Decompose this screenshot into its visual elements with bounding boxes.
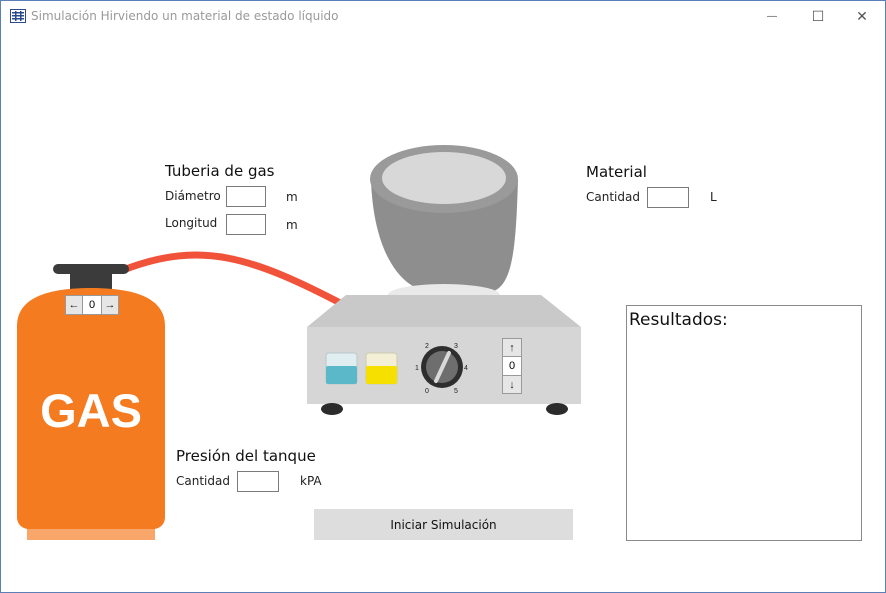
title-bar[interactable]: Simulación Hirviendo un material de esta… xyxy=(1,1,885,31)
down-arrow-icon: ↓ xyxy=(509,378,515,391)
knob-mark-3: 3 xyxy=(454,343,458,350)
gas-tank-label: GAS xyxy=(40,384,142,437)
tank-valve-value: 0 xyxy=(83,295,101,315)
minimize-icon: — xyxy=(767,10,777,22)
knob-mark-5: 5 xyxy=(454,388,458,395)
gas-hose xyxy=(122,251,350,310)
pressure-quantity-label: Cantidad xyxy=(176,474,230,488)
left-arrow-icon: ← xyxy=(68,299,80,311)
results-panel[interactable]: Resultados: xyxy=(626,305,862,541)
maximize-button[interactable]: ☐ xyxy=(795,1,841,31)
maximize-icon: ☐ xyxy=(811,7,825,24)
tank-decrease-button[interactable]: ← xyxy=(65,295,83,315)
material-quantity-field[interactable] xyxy=(647,187,689,208)
close-button[interactable]: ✕ xyxy=(839,1,885,31)
stove-heat-stepper: ↑ 0 ↓ xyxy=(502,338,522,394)
diameter-field[interactable] xyxy=(226,186,266,207)
knob-mark-4: 4 xyxy=(464,365,468,372)
knob-mark-0: 0 xyxy=(425,388,429,395)
pot xyxy=(370,145,518,291)
knob-mark-1: 1 xyxy=(415,365,419,372)
burner-knob-icon xyxy=(421,346,463,388)
window-title: Simulación Hirviendo un material de esta… xyxy=(31,9,339,23)
app-icon xyxy=(10,9,26,23)
close-icon: ✕ xyxy=(856,7,868,24)
up-arrow-icon: ↑ xyxy=(509,341,515,354)
heat-increase-button[interactable]: ↑ xyxy=(502,338,522,357)
length-field[interactable] xyxy=(226,214,266,235)
length-unit: m xyxy=(286,218,298,232)
results-title: Resultados: xyxy=(629,310,728,330)
gas-tank: GAS xyxy=(17,264,165,540)
heat-value: 0 xyxy=(502,357,522,375)
heat-decrease-button[interactable]: ↓ xyxy=(502,375,522,394)
material-heading: Material xyxy=(586,163,647,181)
knob-mark-2: 2 xyxy=(425,343,429,350)
diameter-unit: m xyxy=(286,190,298,204)
material-quantity-unit: L xyxy=(710,190,717,204)
water-beaker-icon xyxy=(325,352,358,385)
material-quantity-label: Cantidad xyxy=(586,190,640,204)
pressure-heading: Presión del tanque xyxy=(176,447,316,465)
pipe-heading: Tuberia de gas xyxy=(165,162,275,180)
minimize-button[interactable]: — xyxy=(749,1,795,31)
pressure-quantity-field[interactable] xyxy=(237,471,279,492)
length-label: Longitud xyxy=(165,216,218,230)
tank-increase-button[interactable]: → xyxy=(101,295,119,315)
start-simulation-button[interactable]: Iniciar Simulación xyxy=(314,509,573,540)
diameter-label: Diámetro xyxy=(165,189,221,203)
right-arrow-icon: → xyxy=(104,299,116,311)
tank-valve-stepper: ← 0 → xyxy=(65,295,119,315)
pressure-quantity-unit: kPA xyxy=(300,474,322,488)
oil-beaker-icon xyxy=(365,352,398,385)
